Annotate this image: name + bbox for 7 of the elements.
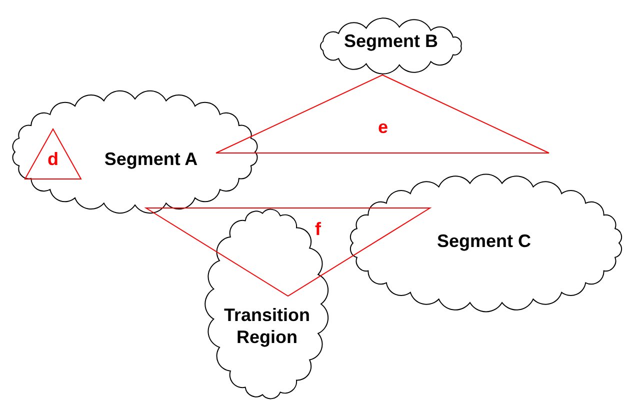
region-label: Segment C (436, 230, 532, 252)
triangle-label: f (314, 218, 322, 240)
region-label: Segment B (342, 30, 440, 52)
region-label: Transition Region (222, 304, 311, 348)
triangle-label: e (376, 116, 389, 138)
region-label: Segment A (103, 148, 199, 170)
triangle-label: d (46, 148, 60, 170)
